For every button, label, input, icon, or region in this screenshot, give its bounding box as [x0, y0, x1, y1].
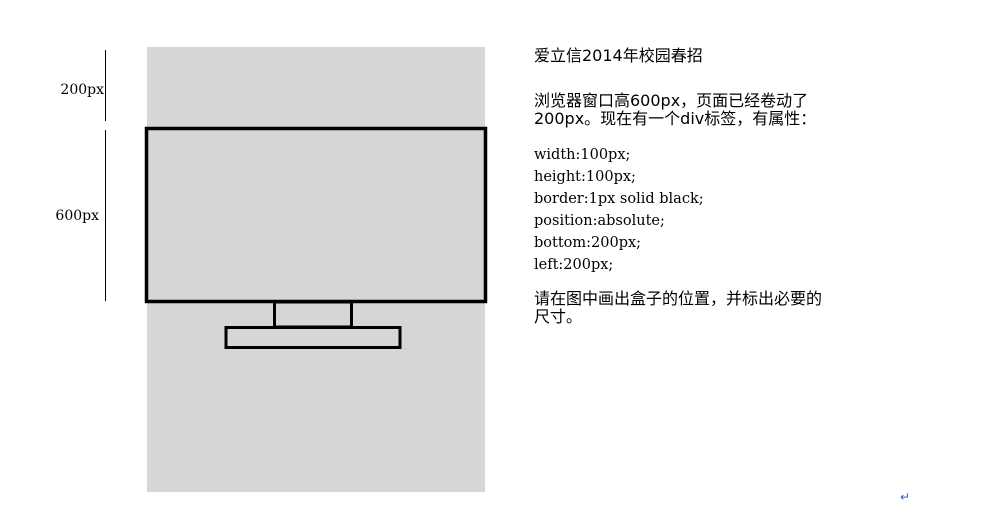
monitor-base: [224, 326, 402, 349]
scroll-offset-label: 200px: [60, 82, 104, 98]
question-panel: 爱立信2014年校园春招 浏览器窗口高600px，页面已经卷动了 200px。现…: [534, 46, 934, 326]
viewport-height-label: 600px: [55, 208, 99, 224]
css-property-border: border:1px solid black;: [534, 191, 704, 207]
css-property-position: position:absolute;: [534, 213, 665, 229]
css-property-width: width:100px;: [534, 147, 631, 163]
instruction-line-2: 尺寸。: [534, 307, 583, 326]
css-property-left: left:200px;: [534, 257, 614, 273]
question-description-line-2: 200px。现在有一个div标签，有属性：: [534, 109, 817, 128]
question-title: 爱立信2014年校园春招: [534, 46, 703, 65]
css-property-bottom: bottom:200px;: [534, 235, 642, 251]
paragraph-return-icon: ↵: [900, 490, 911, 504]
instruction-line-1: 请在图中画出盒子的位置，并标出必要的: [534, 289, 823, 308]
question-description-line-1: 浏览器窗口高600px，页面已经卷动了: [534, 91, 809, 110]
page-area: [147, 47, 485, 492]
css-property-list: width:100px; height:100px; border:1px so…: [534, 144, 934, 276]
css-property-height: height:100px;: [534, 169, 636, 185]
